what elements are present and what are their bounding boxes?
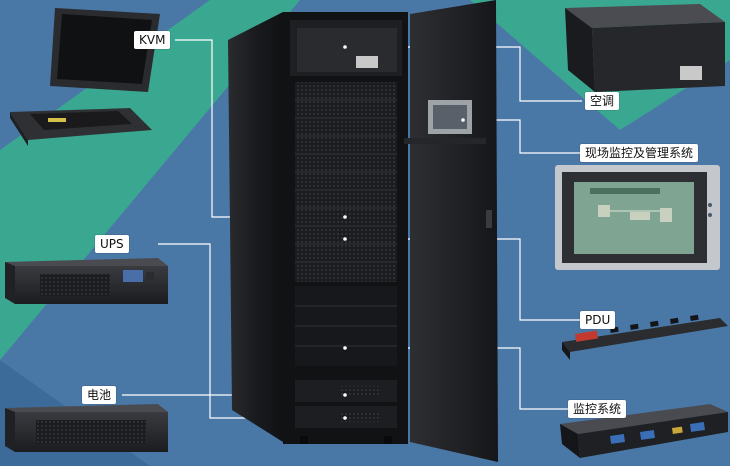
pdu-device-image — [562, 314, 728, 360]
ups-label: UPS — [95, 235, 129, 253]
kvm-device-image — [10, 8, 160, 146]
monitoring-management-label: 现场监控及管理系统 — [580, 144, 699, 162]
aircon-label: 空调 — [585, 92, 620, 110]
battery-label: 电池 — [82, 386, 117, 404]
server-cabinet — [228, 0, 498, 462]
monitoring-system-label: 监控系统 — [568, 400, 627, 418]
kvm-label: KVM — [134, 31, 171, 49]
monitoring-host-device-image — [560, 404, 728, 458]
connector-endpoints — [343, 45, 465, 420]
pdu-label: PDU — [580, 311, 616, 329]
ups-device-image — [5, 258, 168, 304]
aircon-device-image — [565, 4, 725, 92]
battery-device-image — [5, 404, 168, 452]
touch-monitor-device-image — [555, 165, 720, 270]
